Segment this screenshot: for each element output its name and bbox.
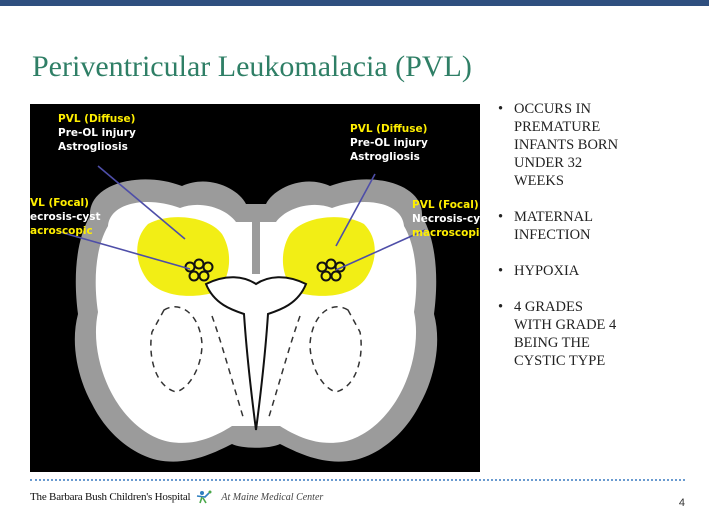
children-figure-logo-icon (196, 490, 214, 504)
right-diffuse-title: PVL (Diffuse) (350, 123, 427, 135)
left-focal-line2: acroscopic (30, 225, 93, 237)
left-focal-line1: ecrosis-cyst (30, 211, 101, 223)
right-focal-title: PVL (Focal) (412, 199, 479, 211)
bullet-item: •HYPOXIA (498, 262, 624, 280)
right-diffuse-line1: Pre-OL injury (350, 137, 428, 149)
left-focal-title: VL (Focal) (30, 197, 89, 209)
brain-diagram-figure: PVL (Diffuse) Pre-OL injury Astrogliosis… (30, 104, 480, 472)
bullet-dot-icon: • (498, 298, 503, 316)
bullet-list: •OCCURS IN PREMATURE INFANTS BORN UNDER … (498, 100, 698, 388)
slide-title: Periventricular Leukomalacia (PVL) (32, 50, 472, 84)
footer-branding: The Barbara Bush Children's Hospital At … (30, 490, 323, 504)
top-accent-bar (0, 0, 709, 6)
right-diffuse-line2: Astrogliosis (350, 151, 420, 163)
page-number: 4 (679, 497, 685, 509)
footer-subtitle: At Maine Medical Center (221, 492, 323, 503)
brain-coronal-section-illustration: PVL (Diffuse) Pre-OL injury Astrogliosis… (30, 104, 480, 472)
right-focal-line1: Necrosis-cyst (412, 213, 480, 225)
left-diffuse-title: PVL (Diffuse) (58, 113, 135, 125)
bullet-item: •MATERNAL INFECTION (498, 208, 624, 244)
left-diffuse-line2: Astrogliosis (58, 141, 128, 153)
left-diffuse-line1: Pre-OL injury (58, 127, 136, 139)
footer-divider (30, 479, 685, 481)
bullet-item: •OCCURS IN PREMATURE INFANTS BORN UNDER … (498, 100, 624, 190)
bullet-dot-icon: • (498, 208, 503, 226)
footer-organization: The Barbara Bush Children's Hospital (30, 491, 190, 503)
bullet-item: •4 GRADES WITH GRADE 4 BEING THE CYSTIC … (498, 298, 624, 370)
bullet-dot-icon: • (498, 100, 503, 118)
bullet-dot-icon: • (498, 262, 503, 280)
right-focal-line2: macroscopic (412, 227, 480, 239)
